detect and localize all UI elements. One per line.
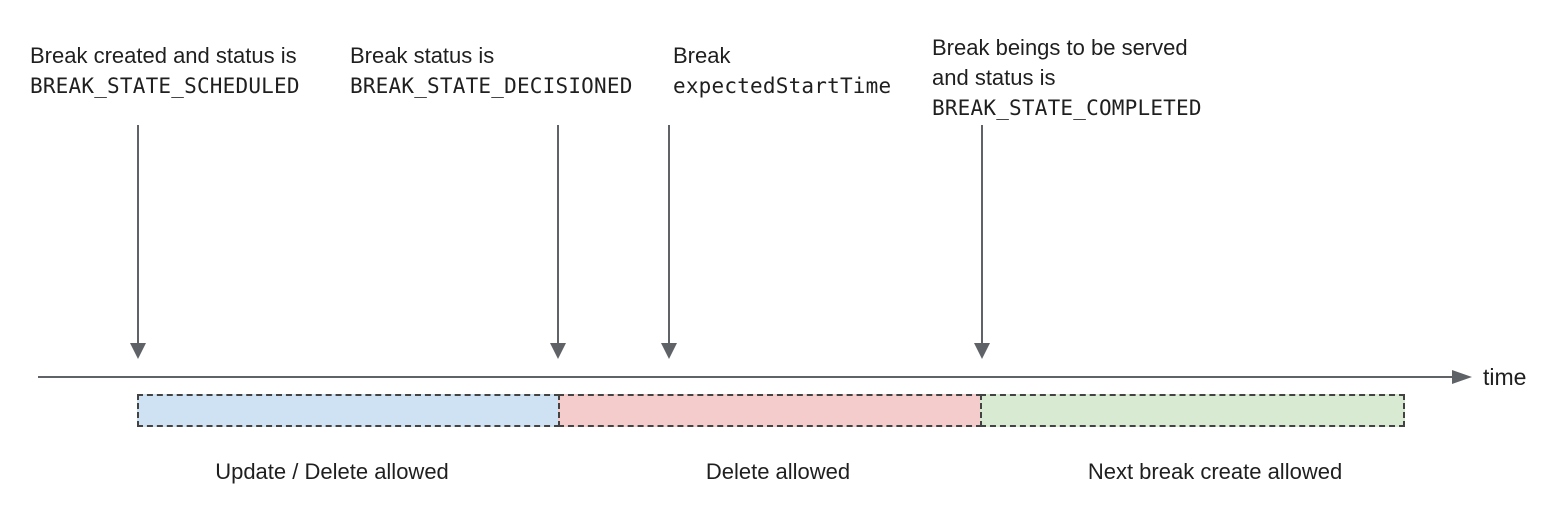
time-axis-line <box>38 376 1453 378</box>
annotation-text: Break status is <box>350 43 495 68</box>
arrow-break-completed <box>974 125 990 359</box>
annotation-expected-start-time: Break expectedStartTime <box>673 41 891 101</box>
annotation-text: Break <box>673 43 731 68</box>
annotation-code: expectedStartTime <box>673 74 892 98</box>
arrow-down-icon <box>130 343 146 359</box>
annotation-code: BREAK_STATE_DECISIONED <box>350 74 633 98</box>
arrow-down-icon <box>974 343 990 359</box>
segment-label-update-delete: Update / Delete allowed <box>215 459 449 484</box>
arrow-down-icon <box>661 343 677 359</box>
arrow-shaft <box>137 125 139 344</box>
annotation-text: Break created and status is <box>30 43 297 68</box>
segment-delete-allowed <box>558 394 982 427</box>
annotation-code: BREAK_STATE_SCHEDULED <box>30 74 300 98</box>
arrow-shaft <box>557 125 559 344</box>
arrow-shaft <box>668 125 670 344</box>
arrow-down-icon <box>550 343 566 359</box>
annotation-text: and status is <box>932 65 1056 90</box>
annotation-break-completed: Break beings to be served and status is … <box>932 33 1202 123</box>
arrow-break-decisioned <box>550 125 566 359</box>
arrow-shaft <box>981 125 983 344</box>
annotation-break-decisioned: Break status is BREAK_STATE_DECISIONED <box>350 41 633 101</box>
arrow-right-icon <box>1452 370 1472 384</box>
segment-label-delete: Delete allowed <box>705 459 851 484</box>
segment-label-next-break-create: Next break create allowed <box>1087 459 1343 484</box>
annotation-code: BREAK_STATE_COMPLETED <box>932 96 1202 120</box>
arrow-break-created <box>130 125 146 359</box>
segment-next-break-create-allowed <box>980 394 1405 427</box>
segment-update-delete-allowed <box>137 394 560 427</box>
annotation-break-scheduled: Break created and status is BREAK_STATE_… <box>30 41 300 101</box>
arrow-expected-start-time <box>661 125 677 359</box>
annotation-text: Break beings to be served <box>932 35 1188 60</box>
time-axis-label: time <box>1483 364 1527 390</box>
